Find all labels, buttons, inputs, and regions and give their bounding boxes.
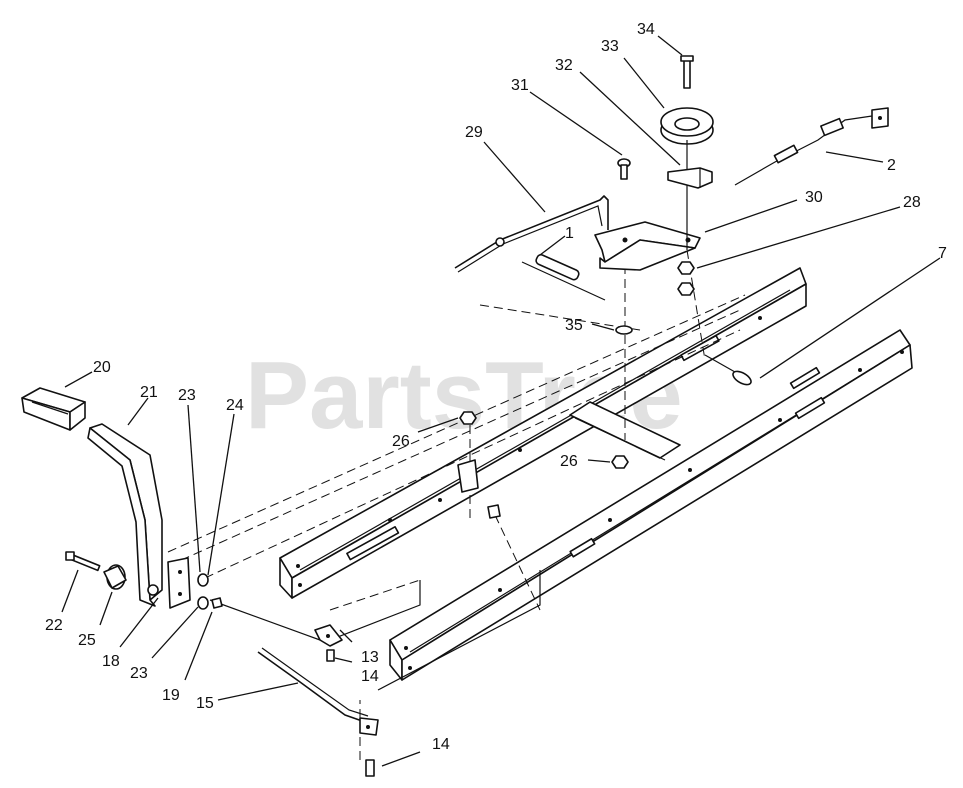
callout-20: 20 xyxy=(93,359,111,376)
callout-26b: 26 xyxy=(560,453,578,470)
pedal-arm xyxy=(87,423,163,607)
alignment-lines xyxy=(167,249,746,760)
frame-rail-front xyxy=(389,329,913,681)
frame-crossmember xyxy=(569,401,681,461)
hex-nuts xyxy=(459,261,695,469)
brake-rod xyxy=(454,195,609,273)
callout-34: 34 xyxy=(637,21,655,38)
pedal-bracket xyxy=(167,557,191,609)
callout-14a: 14 xyxy=(361,668,379,685)
brake-link-rod xyxy=(257,647,379,736)
rod-bracket xyxy=(314,624,343,647)
callout-33: 33 xyxy=(601,38,619,55)
pedal-washers xyxy=(197,573,223,610)
callout-26a: 26 xyxy=(392,433,410,450)
idler-bracket xyxy=(594,221,701,271)
callout-22: 22 xyxy=(45,617,63,634)
callout-7: 7 xyxy=(938,245,947,262)
callout-28: 28 xyxy=(903,194,921,211)
brake-spring xyxy=(521,253,606,301)
callout-31: 31 xyxy=(511,77,529,94)
frame-clips xyxy=(457,459,501,519)
belt-guide xyxy=(667,167,713,189)
callout-29: 29 xyxy=(465,124,483,141)
callout-labels: 34 33 32 31 29 2 30 28 7 1 35 26 26 20 2… xyxy=(45,21,947,753)
callout-18: 18 xyxy=(102,653,120,670)
callout-15: 15 xyxy=(196,695,214,712)
callout-24: 24 xyxy=(226,397,244,414)
callout-19: 19 xyxy=(162,687,180,704)
callout-1: 1 xyxy=(565,225,574,242)
cap-screws xyxy=(326,649,375,777)
callout-25: 25 xyxy=(78,632,96,649)
callout-35: 35 xyxy=(565,317,583,334)
pedal-pad xyxy=(21,387,86,431)
callout-13: 13 xyxy=(361,649,379,666)
pedal-bolt xyxy=(65,551,101,572)
leader-lines xyxy=(61,35,941,767)
callout-30: 30 xyxy=(805,189,823,206)
callout-21: 21 xyxy=(140,384,158,401)
frame-rail-rear xyxy=(279,267,807,599)
shoulder-bolt xyxy=(617,158,631,180)
brake-cable xyxy=(734,107,889,186)
callout-2: 2 xyxy=(887,157,896,174)
idler-pulley xyxy=(660,107,714,250)
pulley-bolt xyxy=(680,55,694,89)
cable-connector xyxy=(704,354,752,386)
callout-14b: 14 xyxy=(432,736,450,753)
pedal-spacer xyxy=(103,564,127,590)
callout-32: 32 xyxy=(555,57,573,74)
callout-23b: 23 xyxy=(130,665,148,682)
callout-23a: 23 xyxy=(178,387,196,404)
